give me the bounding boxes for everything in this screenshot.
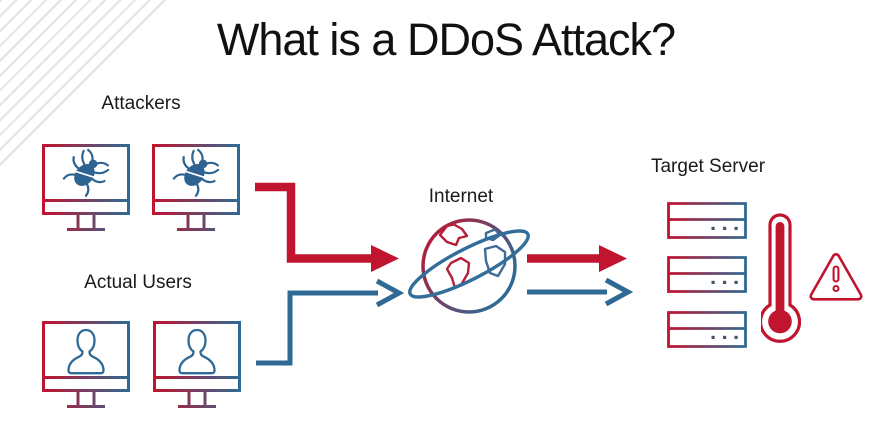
server-icon-3	[667, 311, 747, 348]
attack-traffic-arrow	[255, 182, 399, 272]
actual-users-label: Actual Users	[84, 272, 192, 293]
globe-outline	[421, 218, 517, 314]
monitor-icon	[152, 144, 240, 231]
monitor-icon	[153, 321, 241, 408]
server-icon-1	[667, 202, 747, 239]
continents	[438, 223, 507, 290]
bug-icon	[172, 148, 220, 197]
user-traffic-arrow	[256, 278, 405, 366]
server-leds	[711, 335, 738, 339]
warning-triangle-icon	[809, 253, 863, 301]
person-icon	[178, 328, 216, 375]
server-icon-2	[667, 256, 747, 293]
orbit-ring	[408, 229, 530, 299]
internet-label: Internet	[428, 186, 494, 207]
server-box	[667, 202, 747, 239]
user-computer-2	[153, 321, 241, 408]
bug-icon	[62, 148, 110, 197]
thermometer-bulb	[768, 309, 792, 334]
globe-icon	[408, 218, 530, 314]
person-icon	[67, 328, 105, 375]
server-box	[667, 256, 747, 293]
attack-traffic-arrow-to-server	[527, 245, 627, 272]
monitor-icon	[42, 144, 130, 231]
attackers-label: Attackers	[101, 93, 181, 114]
user-computer-1	[42, 321, 130, 408]
server-leds	[711, 280, 738, 284]
server-box	[667, 311, 747, 348]
exclamation-bar	[832, 265, 840, 283]
thermometer-mercury	[775, 222, 785, 317]
server-leds	[711, 226, 738, 230]
attacker-computer-1	[42, 144, 130, 231]
thermometer-icon	[761, 213, 801, 343]
monitor-icon	[42, 321, 130, 408]
target-server-label: Target Server	[650, 156, 766, 177]
exclamation-dot	[832, 284, 840, 293]
triangle-outline	[809, 253, 863, 301]
attacker-computer-2	[152, 144, 240, 231]
user-traffic-arrow-to-server	[527, 277, 634, 307]
page-title: What is a DDoS Attack?	[216, 14, 676, 65]
